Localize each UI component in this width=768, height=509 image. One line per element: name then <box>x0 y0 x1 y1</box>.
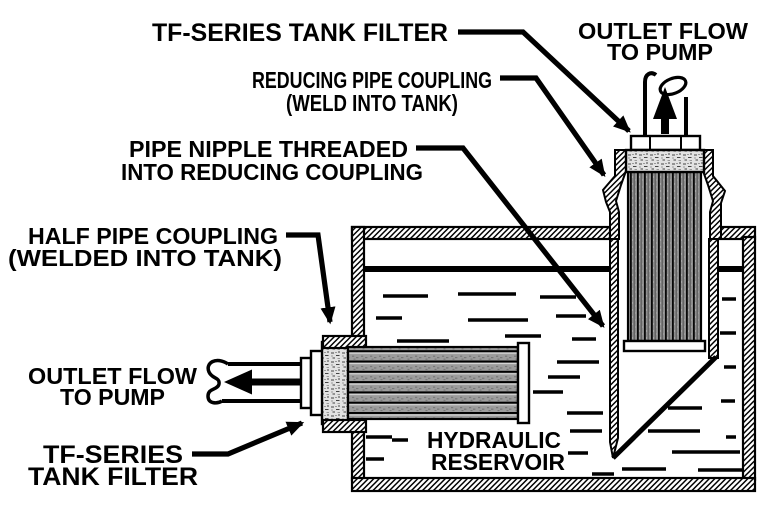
leader-lines <box>192 29 631 457</box>
leader-tf-series-top <box>458 29 631 133</box>
label-reducing-coupling-line2: (WELD INTO TANK) <box>286 90 458 116</box>
tank-left-wall-upper <box>350 225 366 339</box>
up-flow-arrow-icon <box>653 87 677 134</box>
reservoir-tank <box>350 225 757 493</box>
hex-nut-right <box>629 134 702 152</box>
label-half-coupling-line2: (WELDED INTO TANK) <box>8 245 282 271</box>
outlet-pipe-right <box>643 71 688 137</box>
right-filter-assembly <box>601 71 727 460</box>
right-filter-element <box>626 170 703 343</box>
label-reducing-coupling-line1: REDUCING PIPE COUPLING <box>252 67 492 93</box>
half-pipe-coupling-top-flange <box>321 334 368 350</box>
pipe-break-opening-right <box>658 75 688 97</box>
outlet-pipe-left <box>222 362 301 403</box>
leader-pipe-nipple <box>416 145 606 328</box>
left-flow-arrow-icon <box>224 369 302 395</box>
left-filter-element <box>346 345 520 421</box>
hex-nut-facet-lines <box>649 136 682 150</box>
label-outlet-right-line2: TO PUMP <box>607 39 713 65</box>
tank-right-wall <box>741 235 757 482</box>
pipe-nipple-left-wall <box>609 238 619 459</box>
leader-tf-series-bottom <box>192 420 305 457</box>
tank-bottom-wall <box>350 476 757 493</box>
reducing-coupling-body <box>624 148 706 174</box>
pipe-break-squiggle-left <box>206 358 229 405</box>
reducing-coupling-shell-right <box>702 149 727 240</box>
label-half-coupling-line1: HALF PIPE COUPLING <box>28 223 278 249</box>
label-reservoir-line1: HYDRAULIC <box>427 427 561 453</box>
label-outlet-left-line1: OUTLET FLOW <box>28 363 197 389</box>
leader-half-pipe-coupling <box>286 232 336 325</box>
callout-labels: TF-SERIES TANK FILTER REDUCING PIPE COUP… <box>8 18 748 491</box>
label-pipe-nipple-line1: PIPE NIPPLE THREADED <box>129 136 408 162</box>
pipe-nipple-bevel-cut <box>611 355 718 460</box>
label-tf-series-top: TF-SERIES TANK FILTER <box>152 19 448 47</box>
label-pipe-nipple-line2: INTO REDUCING COUPLING <box>121 159 423 185</box>
tank-left-wall-lower <box>350 429 366 482</box>
pipe-nipple-right-wall <box>708 238 719 359</box>
left-filter-end-cap <box>516 341 531 425</box>
half-pipe-coupling-bottom-flange <box>321 418 368 434</box>
label-outlet-right-line1: OUTLET FLOW <box>578 18 748 44</box>
left-filter-assembly <box>206 334 531 434</box>
label-tf-series-bottom-line1: TF-SERIES <box>43 441 183 469</box>
label-reservoir-line2: RESERVOIR <box>431 449 565 475</box>
hex-fitting-step-left <box>299 356 313 410</box>
reducing-coupling-shell-left <box>601 149 627 240</box>
half-pipe-coupling-body <box>320 340 350 426</box>
label-tf-series-bottom-line2: TANK FILTER <box>28 463 198 491</box>
right-filter-end-cap <box>622 339 707 353</box>
leader-reducing-coupling <box>500 75 607 177</box>
label-outlet-left-line2: TO PUMP <box>60 384 165 410</box>
tank-top-left-wall <box>350 225 612 241</box>
